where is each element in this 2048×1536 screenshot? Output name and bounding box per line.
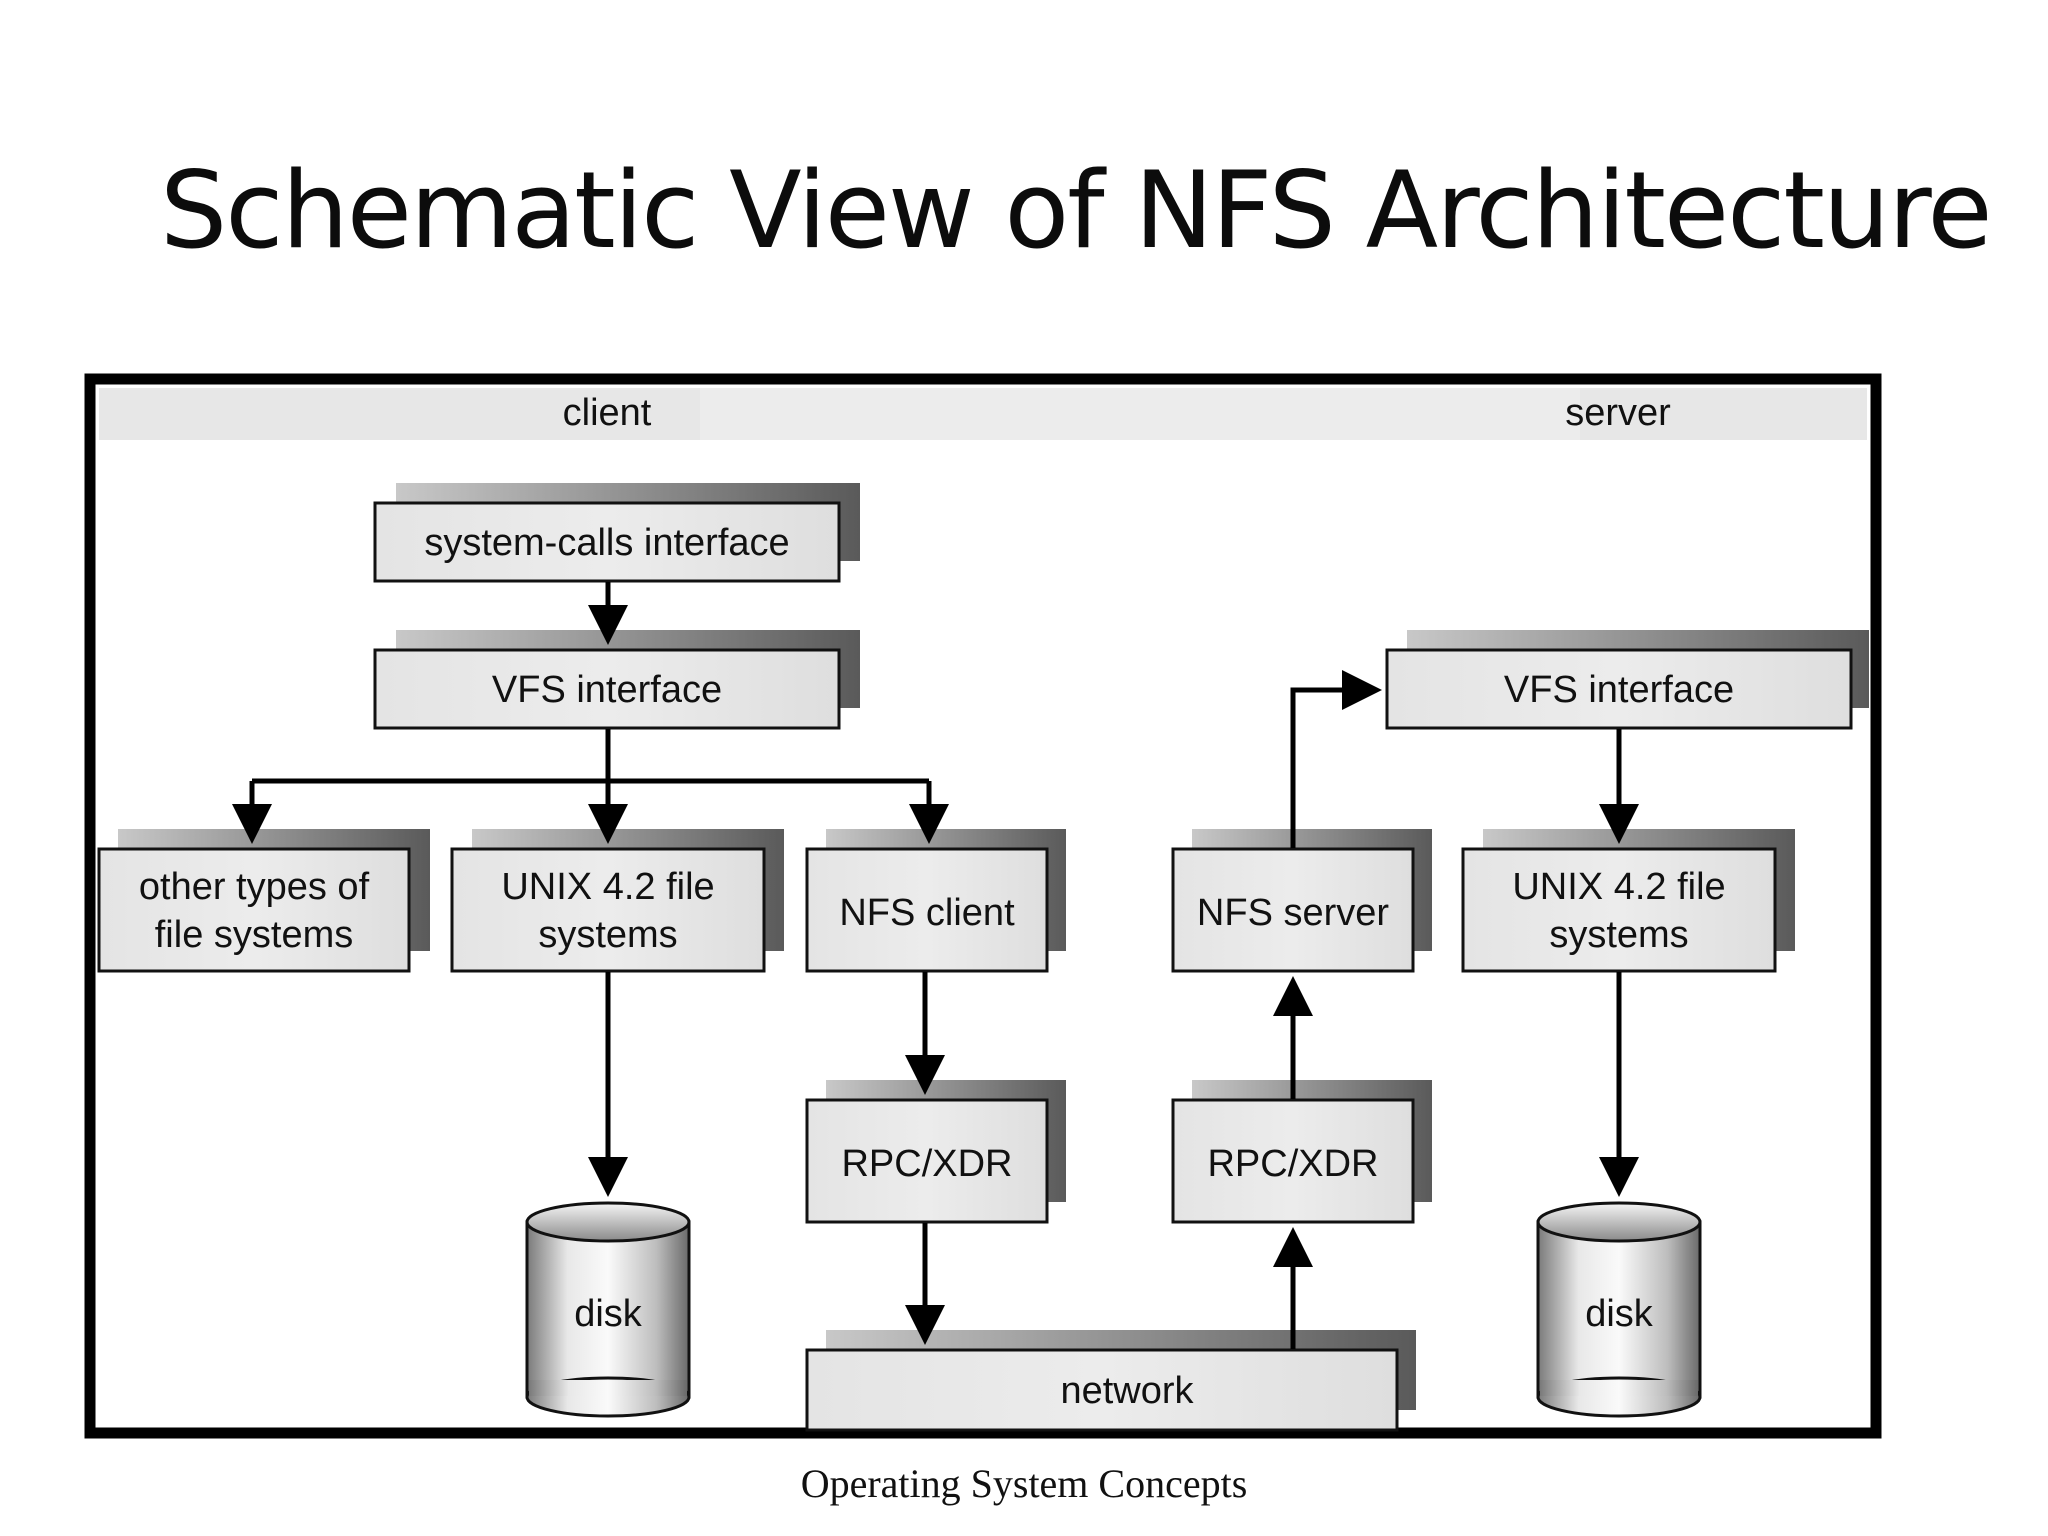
other-file-systems-box: other types of file systems [97,829,430,973]
nfs-client-box: NFS client [805,829,1066,973]
arrows [232,582,1639,1349]
server-rpc-xdr-label: RPC/XDR [1207,1143,1378,1185]
client-unix-fs-label-line2: systems [538,914,677,956]
client-vfs-interface-label: VFS interface [492,669,722,711]
other-file-systems-label-line1: other types of [139,866,370,908]
client-unix-fs-box: UNIX 4.2 file systems [450,829,784,973]
arrow-nfs-server-to-vfs [1290,670,1382,848]
client-rpc-xdr-box: RPC/XDR [805,1080,1066,1224]
system-calls-interface-label: system-calls interface [424,522,789,564]
client-disk-label: disk [574,1293,643,1335]
server-unix-fs-box: UNIX 4.2 file systems [1461,829,1795,973]
server-disk: disk [1536,1201,1702,1418]
system-calls-interface-box: system-calls interface [373,483,860,583]
client-disk: disk [525,1201,691,1418]
network-box: network [805,1330,1416,1432]
nfs-client-label: NFS client [839,892,1015,934]
server-disk-label: disk [1585,1293,1654,1335]
other-file-systems-label-line2: file systems [155,914,353,956]
region-server-label: server [1565,392,1671,434]
nfs-server-box: NFS server [1171,829,1432,973]
server-unix-fs-label-line2: systems [1549,914,1688,956]
client-rpc-xdr-label: RPC/XDR [841,1143,1012,1185]
server-rpc-xdr-box: RPC/XDR [1171,1080,1432,1224]
server-vfs-interface-label: VFS interface [1504,669,1734,711]
server-vfs-interface-box: VFS interface [1385,630,1869,730]
client-vfs-interface-box: VFS interface [373,630,860,730]
server-unix-fs-label-line1: UNIX 4.2 file [1512,866,1725,908]
network-label: network [1060,1370,1194,1412]
slide-footer: Operating System Concepts [800,1461,1248,1506]
region-client-label: client [563,392,652,434]
client-unix-fs-label-line1: UNIX 4.2 file [501,866,714,908]
nfs-server-label: NFS server [1197,892,1389,934]
slide-title: Schematic View of NFS Architecture [160,149,1993,272]
